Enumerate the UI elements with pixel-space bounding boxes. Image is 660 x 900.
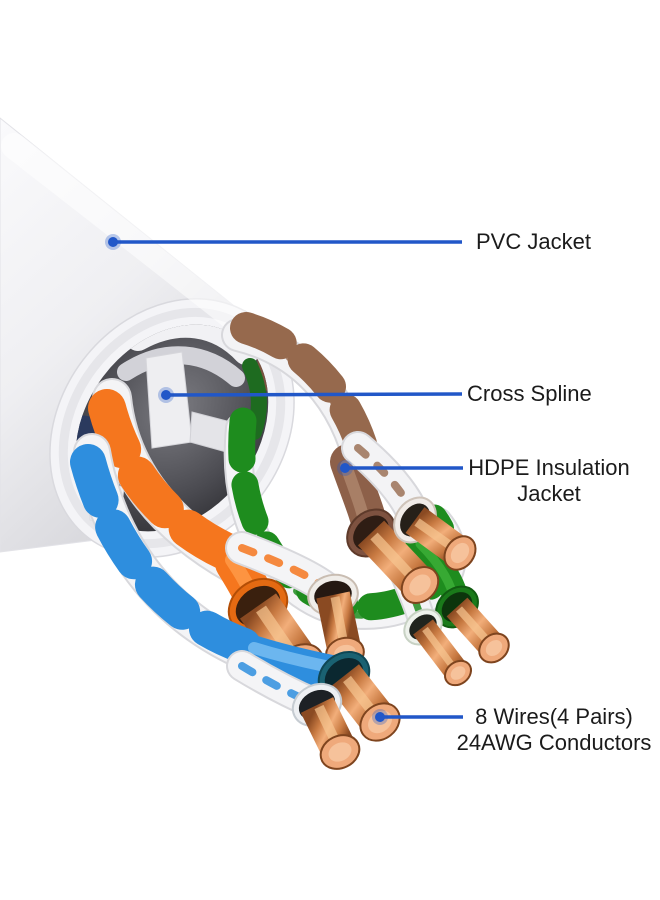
callout-label-8-wires-conductors: 8 Wires(4 Pairs) 24AWG Conductors — [440, 704, 660, 756]
callout-label-pvc-jacket: PVC Jacket — [476, 229, 591, 255]
callout-dot-cross-spline — [161, 390, 171, 400]
brown-pair-conductors — [346, 496, 477, 604]
callout-lines — [113, 240, 463, 719]
green-pair-conductors — [403, 585, 510, 687]
callout-dot-pvc-jacket — [108, 237, 118, 247]
blue-pair-conductors — [291, 650, 401, 770]
callout-line-cross-spline — [165, 392, 463, 397]
callout-dot-wires — [375, 712, 385, 722]
callout-label-hdpe-insulation-jacket: HDPE Insulation Jacket — [438, 455, 660, 507]
callout-label-line: PVC Jacket — [476, 229, 591, 254]
callout-label-cross-spline: Cross Spline — [467, 381, 592, 407]
callout-label-line: HDPE Insulation — [468, 455, 630, 480]
callout-label-line: Cross Spline — [467, 381, 592, 406]
callout-label-line: 8 Wires(4 Pairs) — [475, 704, 633, 729]
callout-dots — [105, 234, 388, 725]
callout-label-line: 24AWG Conductors — [456, 730, 652, 755]
callout-label-line: Jacket — [517, 481, 581, 506]
callout-dot-hdpe — [340, 463, 350, 473]
